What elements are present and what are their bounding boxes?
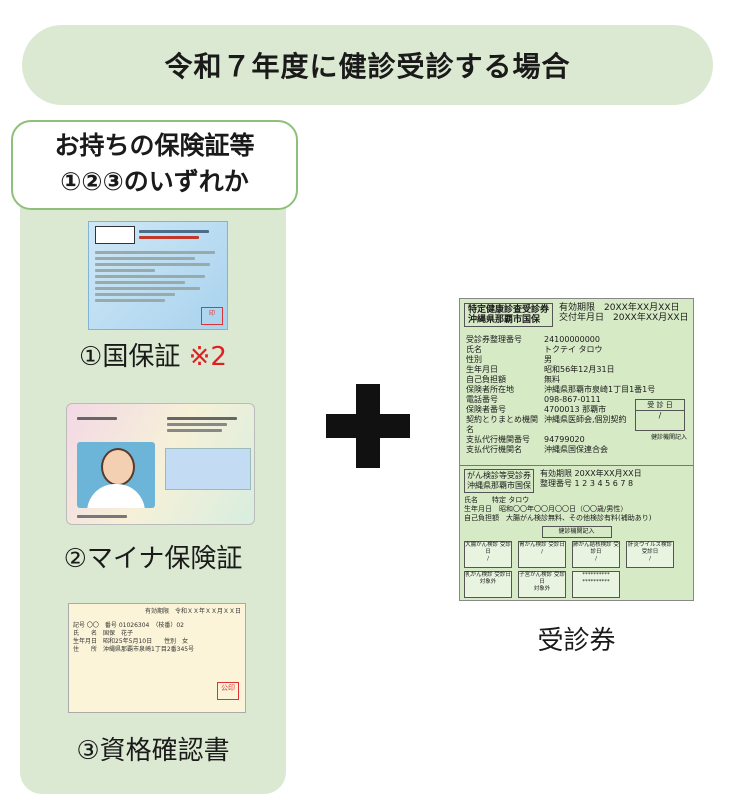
field-value: 沖縄県医師会,個別契約 [544,415,627,424]
field-key: 氏名 [466,345,482,354]
exam-box: 肺がん結核検診 受診日/ [572,541,620,568]
banner-title: 令和７年度に健診受診する場合 [164,50,571,83]
field-key: 支払代行機関名 [466,445,522,454]
field-value: 沖縄県那覇市泉崎1丁目1番1号 [544,385,656,394]
field-key: 性別 [466,355,482,364]
panel-title: お持ちの保険証等 ①②③のいずれか [11,120,298,210]
ticket-field-row: 保険者所在地 沖縄県那覇市泉崎1丁目1番1号 [466,385,687,395]
eligibility-label: ③資格確認書 [76,736,230,766]
ticket-field-row: 支払代行機関番号 94799020 [466,435,687,445]
field-key: 保険者番号 [466,405,506,414]
field-key: 自己負担額 [466,375,506,384]
ticket-label: 受診券 [537,626,616,656]
exam-box: 子宮がん検診 受診日対象外 [518,571,566,598]
ticket-field-row: 受診券整理番号 24100000000 [466,335,687,345]
exam-box: 肝炎ウイルス検診 受診日/ [626,541,674,568]
page-banner: 令和７年度に健診受診する場合 [22,25,713,105]
exam-box: ******************** [572,571,620,598]
field-key: 受診券整理番号 [466,335,522,344]
field-value: 無料 [544,375,560,384]
field-value: 男 [544,355,552,364]
checkup-ticket: 特定健康診査受診券沖縄県那覇市国保 有効期限 20XX年XX月XX日 交付年月日… [459,298,694,601]
exam-grid: 大腸がん検診 受診日/胃がん検診 受診日/肺がん結核検診 受診日/肝炎ウイルス検… [464,541,689,598]
my-number-card-image [66,403,255,525]
exam-box: 胃がん検診 受診日/ [518,541,566,568]
ticket-field-row: 保険者番号 4700013 那覇市 [466,405,687,415]
panel-title-line1: お持ちの保険証等 [54,131,255,160]
ticket-field-row: 契約とりまとめ機関名沖縄県医師会,個別契約 [466,415,687,435]
ticket-fields: 受診券整理番号 24100000000 氏名 トクテイ タロウ性別 男生年月日 昭和56年… [466,335,687,455]
field-value: 94799020 [544,435,585,444]
field-value: 昭和56年12月31日 [544,365,615,374]
portrait-photo [77,442,155,508]
ticket-title: 特定健康診査受診券沖縄県那覇市国保 [464,303,554,327]
ticket-field-row: 氏名 トクテイ タロウ [466,345,687,355]
field-key: 電話番号 [466,395,498,404]
field-value: 098-867-0111 [544,395,601,404]
field-value: 24100000000 [544,335,600,344]
field-key: 支払代行機関番号 [466,435,530,444]
field-key: 契約とりまとめ機関名 [466,415,538,434]
ticket-field-row: 支払代行機関名 沖縄県国保連合会 [466,445,687,455]
date-box: 受 診 日 / [635,399,685,431]
ticket-field-row: 生年月日 昭和56年12月31日 [466,365,687,375]
kokuho-card-image: 印 [88,221,228,330]
field-key: 保険者所在地 [466,385,514,394]
exam-box: 大腸がん検診 受診日/ [464,541,512,568]
field-value: トクテイ タロウ [544,345,603,354]
ticket-field-row: 性別 男 [466,355,687,365]
kokuho-note: ※2 [188,342,227,372]
cancer-ticket-title: がん検診等受診券沖縄県那覇市国保 [464,469,534,493]
seal-icon: 印 [201,307,223,325]
field-value: 4700013 那覇市 [544,405,607,414]
eligibility-certificate-image: 有効期限 令和ＸＸ年ＸＸ月ＸＸ日 記号 〇〇 番号 01026304 （枝番）0… [68,603,246,713]
field-key: 生年月日 [466,365,498,374]
ticket-field-row: 自己負担額 無料 [466,375,687,385]
exam-box: 乳がん検診 受診日対象外 [464,571,512,598]
seal-icon: 公印 [217,682,239,700]
my-number-label: ②マイナ保険証 [63,544,243,574]
kokuho-label: ①国保証 ※2 [79,342,227,372]
ticket-field-row: 電話番号 098-867-0111 [466,395,687,405]
panel-title-line2: ①②③のいずれか [60,167,249,196]
plus-icon [326,384,410,468]
field-value: 沖縄県国保連合会 [544,445,608,454]
